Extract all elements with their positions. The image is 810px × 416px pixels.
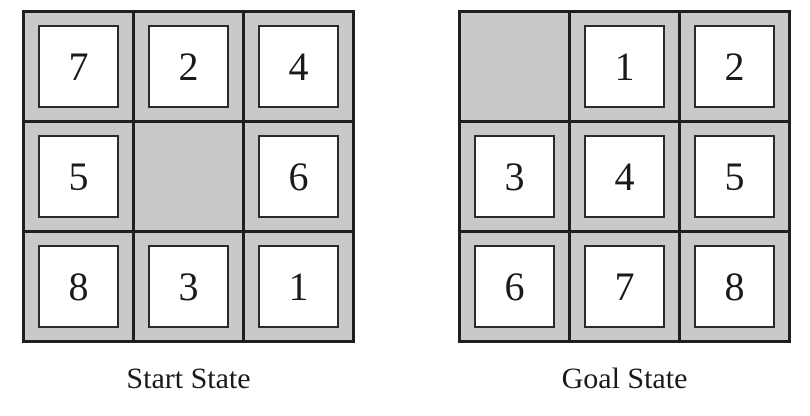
goal-cell-4: 3 xyxy=(461,123,568,230)
start-state-caption: Start State xyxy=(126,362,251,395)
goal-state-caption: Goal State xyxy=(561,362,688,395)
start-cell-4: 5 xyxy=(25,123,132,230)
puzzle-tile: 1 xyxy=(584,25,665,108)
goal-cell-5: 4 xyxy=(571,123,678,230)
puzzle-tile: 2 xyxy=(694,25,775,108)
start-state-board: 7 2 4 5 6 8 3 1 xyxy=(22,10,355,343)
goal-cell-2: 1 xyxy=(571,13,678,120)
puzzle-tile: 7 xyxy=(584,245,665,328)
goal-cell-7: 6 xyxy=(461,233,568,340)
puzzle-tile: 6 xyxy=(258,135,339,218)
start-cell-9: 1 xyxy=(245,233,352,340)
puzzle-tile: 1 xyxy=(258,245,339,328)
puzzle-tile: 3 xyxy=(474,135,555,218)
puzzle-tile: 4 xyxy=(584,135,665,218)
start-cell-6: 6 xyxy=(245,123,352,230)
blank-cell xyxy=(461,13,568,120)
puzzle-tile: 5 xyxy=(38,135,119,218)
start-cell-1: 7 xyxy=(25,13,132,120)
goal-state-puzzle: 1 2 3 4 5 6 7 8 xyxy=(458,10,791,343)
start-state-puzzle: 7 2 4 5 6 8 3 1 xyxy=(22,10,355,343)
goal-cell-6: 5 xyxy=(681,123,788,230)
puzzle-tile: 3 xyxy=(148,245,229,328)
goal-cell-9: 8 xyxy=(681,233,788,340)
goal-cell-8: 7 xyxy=(571,233,678,340)
blank-cell xyxy=(135,123,242,230)
puzzle-tile: 7 xyxy=(38,25,119,108)
puzzle-tile: 8 xyxy=(38,245,119,328)
puzzle-tile: 8 xyxy=(694,245,775,328)
puzzle-tile: 2 xyxy=(148,25,229,108)
puzzle-tile: 4 xyxy=(258,25,339,108)
puzzle-tile: 6 xyxy=(474,245,555,328)
start-cell-3: 4 xyxy=(245,13,352,120)
goal-state-board: 1 2 3 4 5 6 7 8 xyxy=(458,10,791,343)
start-cell-2: 2 xyxy=(135,13,242,120)
start-cell-7: 8 xyxy=(25,233,132,340)
goal-cell-3: 2 xyxy=(681,13,788,120)
start-cell-8: 3 xyxy=(135,233,242,340)
puzzle-tile: 5 xyxy=(694,135,775,218)
